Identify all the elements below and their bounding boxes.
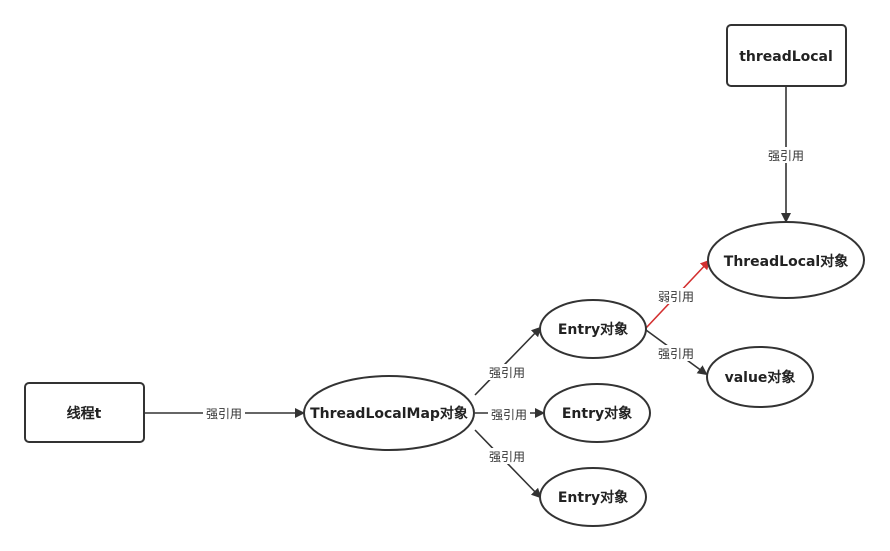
node-value-object: value对象 [706, 346, 814, 408]
edge-label-t-to-map: 强引用 [206, 407, 242, 421]
edge-label-entry1-to-threadlocal: 弱引用 [658, 290, 694, 304]
node-thread-local-map-label: ThreadLocalMap对象 [310, 405, 468, 422]
node-thread-local-map: ThreadLocalMap对象 [303, 375, 475, 451]
edge-label-map-to-entry2: 强引用 [491, 408, 527, 422]
node-value-object-label: value对象 [725, 369, 796, 386]
edge-label-entry1-to-value: 强引用 [658, 347, 694, 361]
node-entry-3: Entry对象 [539, 467, 647, 527]
node-thread-local-object-label: ThreadLocal对象 [724, 253, 848, 270]
node-entry-2: Entry对象 [543, 383, 651, 443]
node-thread-local-object: ThreadLocal对象 [707, 221, 865, 299]
edge-label-map-to-entry3: 强引用 [489, 450, 525, 464]
edge-map-to-entry1 [474, 326, 542, 396]
node-thread-t: 线程t [24, 382, 145, 443]
node-entry-1: Entry对象 [539, 299, 647, 359]
node-thread-local-ref: threadLocal [726, 24, 847, 87]
node-entry-3-label: Entry对象 [558, 489, 628, 506]
edge-label-map-to-entry1: 强引用 [489, 366, 525, 380]
edge-label-ref-to-threadlocal: 强引用 [768, 149, 804, 163]
node-entry-2-label: Entry对象 [562, 405, 632, 422]
node-entry-1-label: Entry对象 [558, 321, 628, 338]
node-thread-local-ref-label: threadLocal [739, 49, 833, 65]
node-thread-t-label: 线程t [67, 405, 102, 422]
